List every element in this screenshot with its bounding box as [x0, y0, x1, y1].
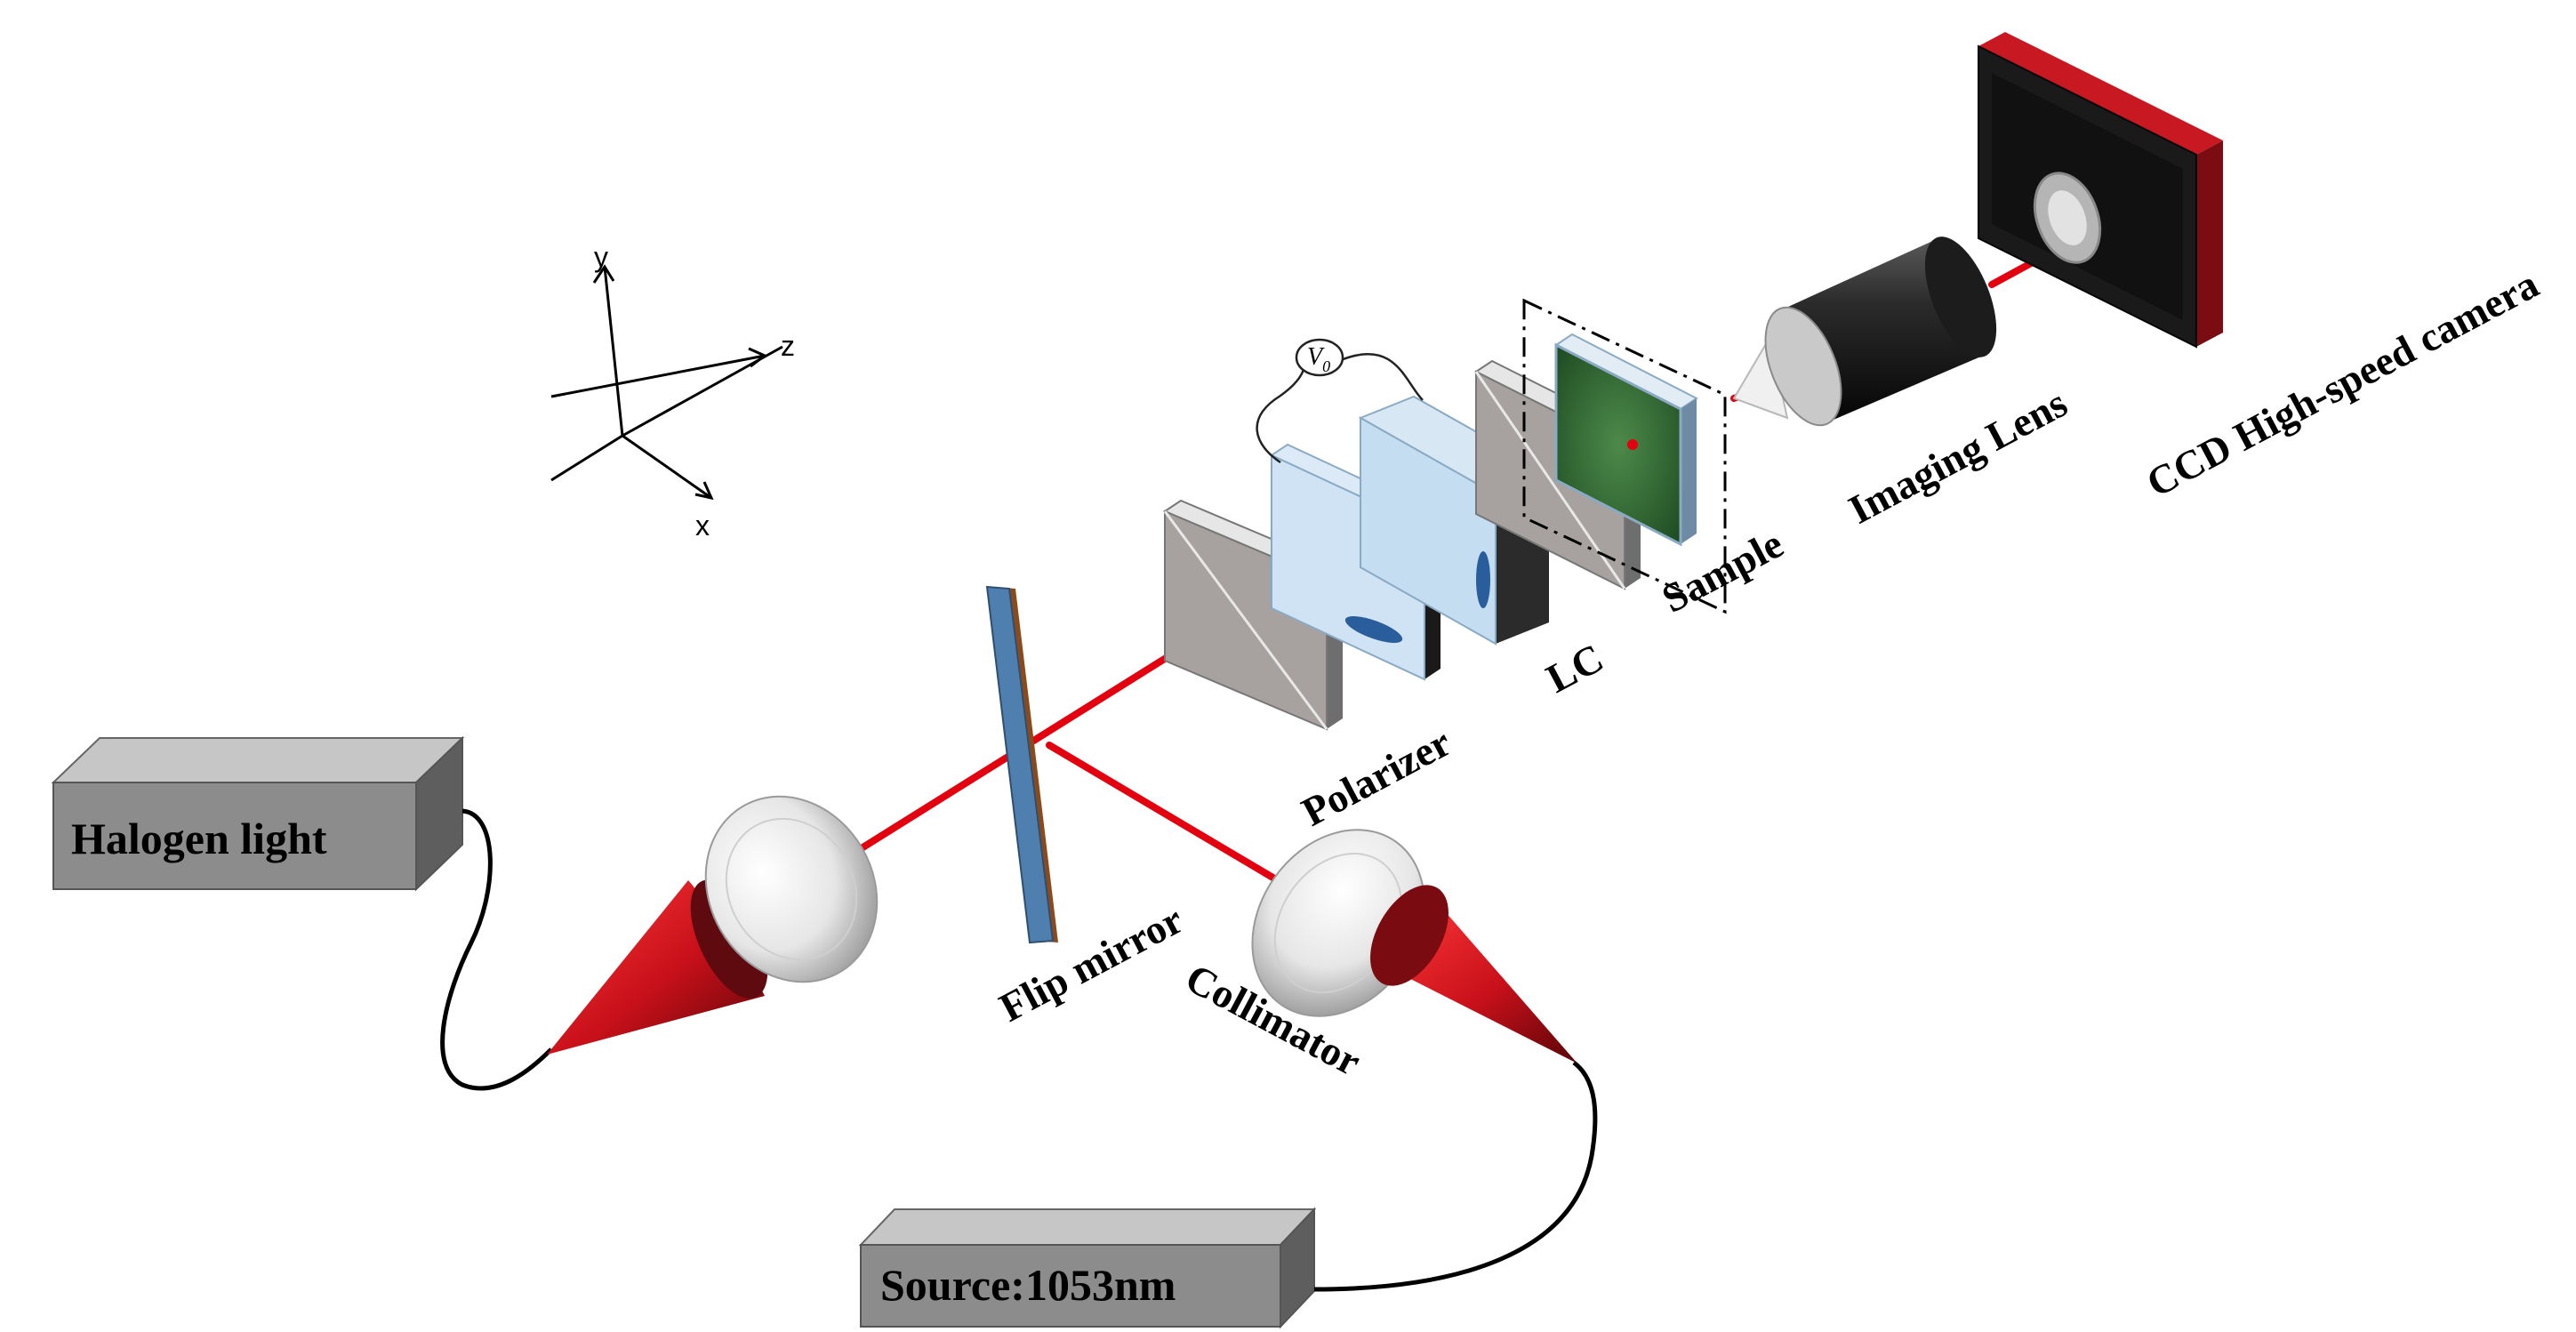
- laser-source-box: [858, 1207, 1317, 1329]
- flip-mirror: [985, 585, 1058, 944]
- halogen-collimating-lens: [704, 795, 879, 983]
- imaging-lens-label: Imaging Lens: [1842, 380, 2074, 533]
- polarizer-label: Polarizer: [1295, 719, 1458, 835]
- voltage-label: V0: [1307, 343, 1330, 375]
- imaging-lens: [1732, 237, 1997, 427]
- laser-source-label: Source:1053nm: [880, 1260, 1176, 1310]
- axis-x-label: x: [695, 510, 710, 542]
- voltage-symbol: V: [1307, 343, 1325, 371]
- sample-region-outline: [1522, 298, 1727, 614]
- halogen-light-label: Halogen light: [71, 814, 327, 863]
- coordinate-axes: [550, 264, 783, 501]
- optical-fibers: [440, 808, 1598, 1292]
- voltage-subscript: 0: [1322, 357, 1330, 375]
- axis-y-label: y: [594, 241, 608, 273]
- laser-fiber-cone: [1370, 885, 1577, 1063]
- sample-holder: [1554, 333, 1698, 547]
- halogen-light-box: [51, 735, 465, 892]
- voltage-source: [1256, 338, 1424, 464]
- axis-z-label: z: [781, 330, 795, 362]
- ccd-camera: [1978, 32, 2223, 349]
- lc-label: LC: [1539, 635, 1610, 702]
- flip-mirror-label: Flip mirror: [992, 896, 1191, 1031]
